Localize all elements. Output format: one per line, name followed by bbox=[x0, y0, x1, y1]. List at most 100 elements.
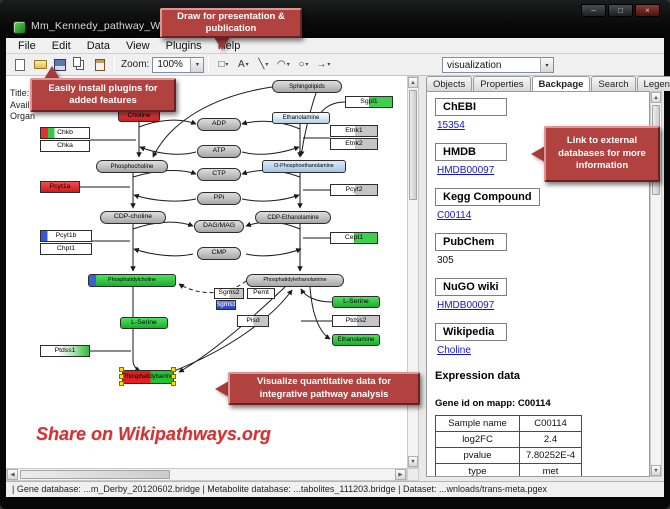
backpage-link[interactable]: HMDB00097 bbox=[437, 165, 495, 176]
pathway-edges bbox=[80, 86, 346, 373]
visualization-combobox[interactable]: visualization ▾ bbox=[442, 57, 554, 73]
pathway-node-pcyt1b[interactable]: Pcyt1b bbox=[40, 230, 92, 242]
chevron-down-icon[interactable]: ▾ bbox=[190, 57, 204, 72]
pathway-node-sphingolipids[interactable]: Sphingolipids bbox=[272, 80, 342, 93]
toolbar: Zoom: 100% ▾ □▾A▾╲▾◠▾○▾→▾ visualization … bbox=[6, 54, 664, 76]
new-file-button[interactable] bbox=[10, 55, 30, 75]
pathway-node-cmp[interactable]: CMP bbox=[197, 247, 241, 260]
expression-data-heading: Expression data bbox=[435, 370, 520, 382]
selection-handle[interactable] bbox=[171, 381, 176, 386]
menu-item-plugins[interactable]: Plugins bbox=[165, 39, 202, 52]
menu-item-file[interactable]: File bbox=[18, 39, 36, 52]
close-button[interactable]: × bbox=[635, 4, 660, 17]
backpage-link[interactable]: C00114 bbox=[437, 210, 472, 221]
pathway-node-cdp-choline[interactable]: CDP-choline bbox=[100, 211, 166, 224]
pathway-meta-label: Title: bbox=[10, 88, 30, 98]
line-tool-button[interactable]: ╲▾ bbox=[253, 55, 273, 75]
scroll-down-arrow-icon[interactable]: ▼ bbox=[408, 456, 418, 467]
pathway-node-adp[interactable]: ADP bbox=[197, 118, 241, 131]
pathway-node-pcyt1a[interactable]: Pcyt1a bbox=[40, 181, 80, 193]
toolbar-file-group bbox=[10, 55, 110, 75]
paste-button[interactable] bbox=[90, 55, 110, 75]
pathway-node-dag-mag[interactable]: DAG/MAG bbox=[194, 220, 244, 233]
pathway-node-sgms2[interactable]: Sgms2 bbox=[214, 288, 244, 299]
pathway-node-sgpl1[interactable]: Sgpl1 bbox=[345, 96, 393, 108]
pathway-node-etnk2[interactable]: Etnk2 bbox=[330, 138, 378, 150]
tab-legend[interactable]: Legend bbox=[636, 76, 670, 91]
maximize-button[interactable]: □ bbox=[608, 4, 633, 17]
copy-button[interactable] bbox=[70, 55, 90, 75]
label-tool-button[interactable]: A▾ bbox=[233, 55, 253, 75]
pathway-node-pisd[interactable]: Pisd bbox=[237, 315, 269, 327]
pathway-node-ctp[interactable]: CTP bbox=[197, 168, 241, 181]
callout-arrow-down-icon bbox=[214, 37, 230, 50]
oval-tool-button[interactable]: ○▾ bbox=[293, 55, 313, 75]
pathway-node-phosphocholine[interactable]: Phosphocholine bbox=[96, 160, 168, 173]
tab-backpage[interactable]: Backpage bbox=[531, 76, 591, 91]
pathway-node-cept1[interactable]: Cept1 bbox=[330, 232, 378, 244]
pathway-node-ptdss2[interactable]: Ptdss2 bbox=[332, 315, 380, 327]
pathway-node-o-phosphoethanolamine[interactable]: O-Phosphoethanolamine bbox=[262, 160, 346, 173]
pathway-node-pemt[interactable]: Pemt bbox=[247, 288, 275, 299]
scroll-left-arrow-icon[interactable]: ◀ bbox=[7, 469, 18, 480]
backpage-link[interactable]: 15354 bbox=[437, 120, 465, 131]
window-titlebar: Mm_Kennedy_pathway_WP1771_45176.gp... –□… bbox=[0, 0, 670, 38]
table-cell: 2.4 bbox=[519, 431, 582, 448]
selection-handle[interactable] bbox=[119, 374, 124, 379]
pathway-node-pcyt2[interactable]: Pcyt2 bbox=[330, 184, 378, 196]
scrollbar-thumb[interactable] bbox=[20, 470, 170, 479]
tab-search[interactable]: Search bbox=[591, 76, 636, 91]
open-folder-button[interactable] bbox=[30, 55, 50, 75]
pathway-node-l-serine-left[interactable]: L-Serine bbox=[120, 317, 168, 329]
pathway-node-atp[interactable]: ATP bbox=[197, 145, 241, 158]
pathway-node-ptdss1[interactable]: Ptdss1 bbox=[40, 345, 90, 357]
callout-arrow-left-icon bbox=[215, 381, 229, 397]
menu-item-edit[interactable]: Edit bbox=[51, 39, 71, 52]
chevron-down-icon: ▾ bbox=[286, 62, 290, 68]
gene-id-line: Gene id on mapp: C00114 bbox=[435, 398, 551, 409]
pathway-node-cdp-ethanolamine[interactable]: CDP-Ethanolamine bbox=[255, 211, 331, 224]
arrow-tool-button[interactable]: →▾ bbox=[313, 55, 333, 75]
scroll-right-arrow-icon[interactable]: ▶ bbox=[395, 469, 406, 480]
scroll-down-arrow-icon[interactable]: ▼ bbox=[651, 465, 661, 476]
selection-handle[interactable] bbox=[119, 367, 124, 372]
menu-item-view[interactable]: View bbox=[125, 39, 150, 52]
backpage-value: 305 bbox=[437, 255, 454, 266]
backpage-section-header: ChEBI bbox=[435, 98, 507, 116]
pathway-node-chkb[interactable]: Chkb bbox=[40, 127, 90, 139]
menu-item-data[interactable]: Data bbox=[86, 39, 110, 52]
zoom-combobox[interactable]: 100% ▾ bbox=[152, 56, 205, 73]
pathway-node-chka[interactable]: Chka bbox=[40, 140, 90, 152]
chevron-down-icon[interactable]: ▾ bbox=[540, 58, 553, 72]
backpage-section-header: Wikipedia bbox=[435, 323, 507, 341]
arc-tool-button[interactable]: ◠▾ bbox=[273, 55, 293, 75]
pathway-node-etnk1[interactable]: Etnk1 bbox=[330, 125, 378, 137]
pathway-node-ppi[interactable]: PPi bbox=[197, 192, 241, 205]
pathway-node-sgms1[interactable]: Sgms1 bbox=[216, 300, 236, 310]
pathway-node-phosphatidylethanolamine[interactable]: Phosphatidylethanolamine bbox=[246, 274, 344, 287]
pathway-node-phosphatidylserine[interactable]: Phosphatidylserine bbox=[122, 370, 174, 384]
backpage-link[interactable]: Choline bbox=[437, 345, 471, 356]
pathway-node-phosphatidylcholine[interactable]: Phosphatidylcholine bbox=[88, 274, 176, 287]
selection-handle[interactable] bbox=[171, 374, 176, 379]
scroll-up-arrow-icon[interactable]: ▲ bbox=[651, 92, 661, 103]
backpage-link[interactable]: HMDB00097 bbox=[437, 300, 495, 311]
tab-objects[interactable]: Objects bbox=[426, 76, 473, 91]
minimize-button[interactable]: – bbox=[581, 4, 606, 17]
canvas-horizontal-scrollbar[interactable]: ◀ ▶ bbox=[6, 468, 407, 481]
selection-handle[interactable] bbox=[171, 367, 176, 372]
pathway-node-chpt1[interactable]: Chpt1 bbox=[40, 243, 92, 255]
pathway-node-l-serine-right[interactable]: L-Serine bbox=[332, 296, 380, 308]
scroll-up-arrow-icon[interactable]: ▲ bbox=[408, 77, 418, 88]
selection-handle[interactable] bbox=[119, 381, 124, 386]
tab-properties[interactable]: Properties bbox=[473, 76, 531, 91]
pathway-node-ethanolamine-top[interactable]: Ethanolamine bbox=[272, 112, 330, 124]
pathway-node-ethanolamine-right[interactable]: Ethanolamine bbox=[332, 334, 380, 346]
datanode-tool-button[interactable]: □▾ bbox=[213, 55, 233, 75]
canvas-vertical-scrollbar[interactable]: ▲ ▼ bbox=[407, 76, 419, 468]
scrollbar-thumb[interactable] bbox=[409, 90, 417, 200]
toolbar-tools-group: □▾A▾╲▾◠▾○▾→▾ bbox=[213, 55, 333, 75]
toolbar-separator bbox=[114, 56, 115, 73]
